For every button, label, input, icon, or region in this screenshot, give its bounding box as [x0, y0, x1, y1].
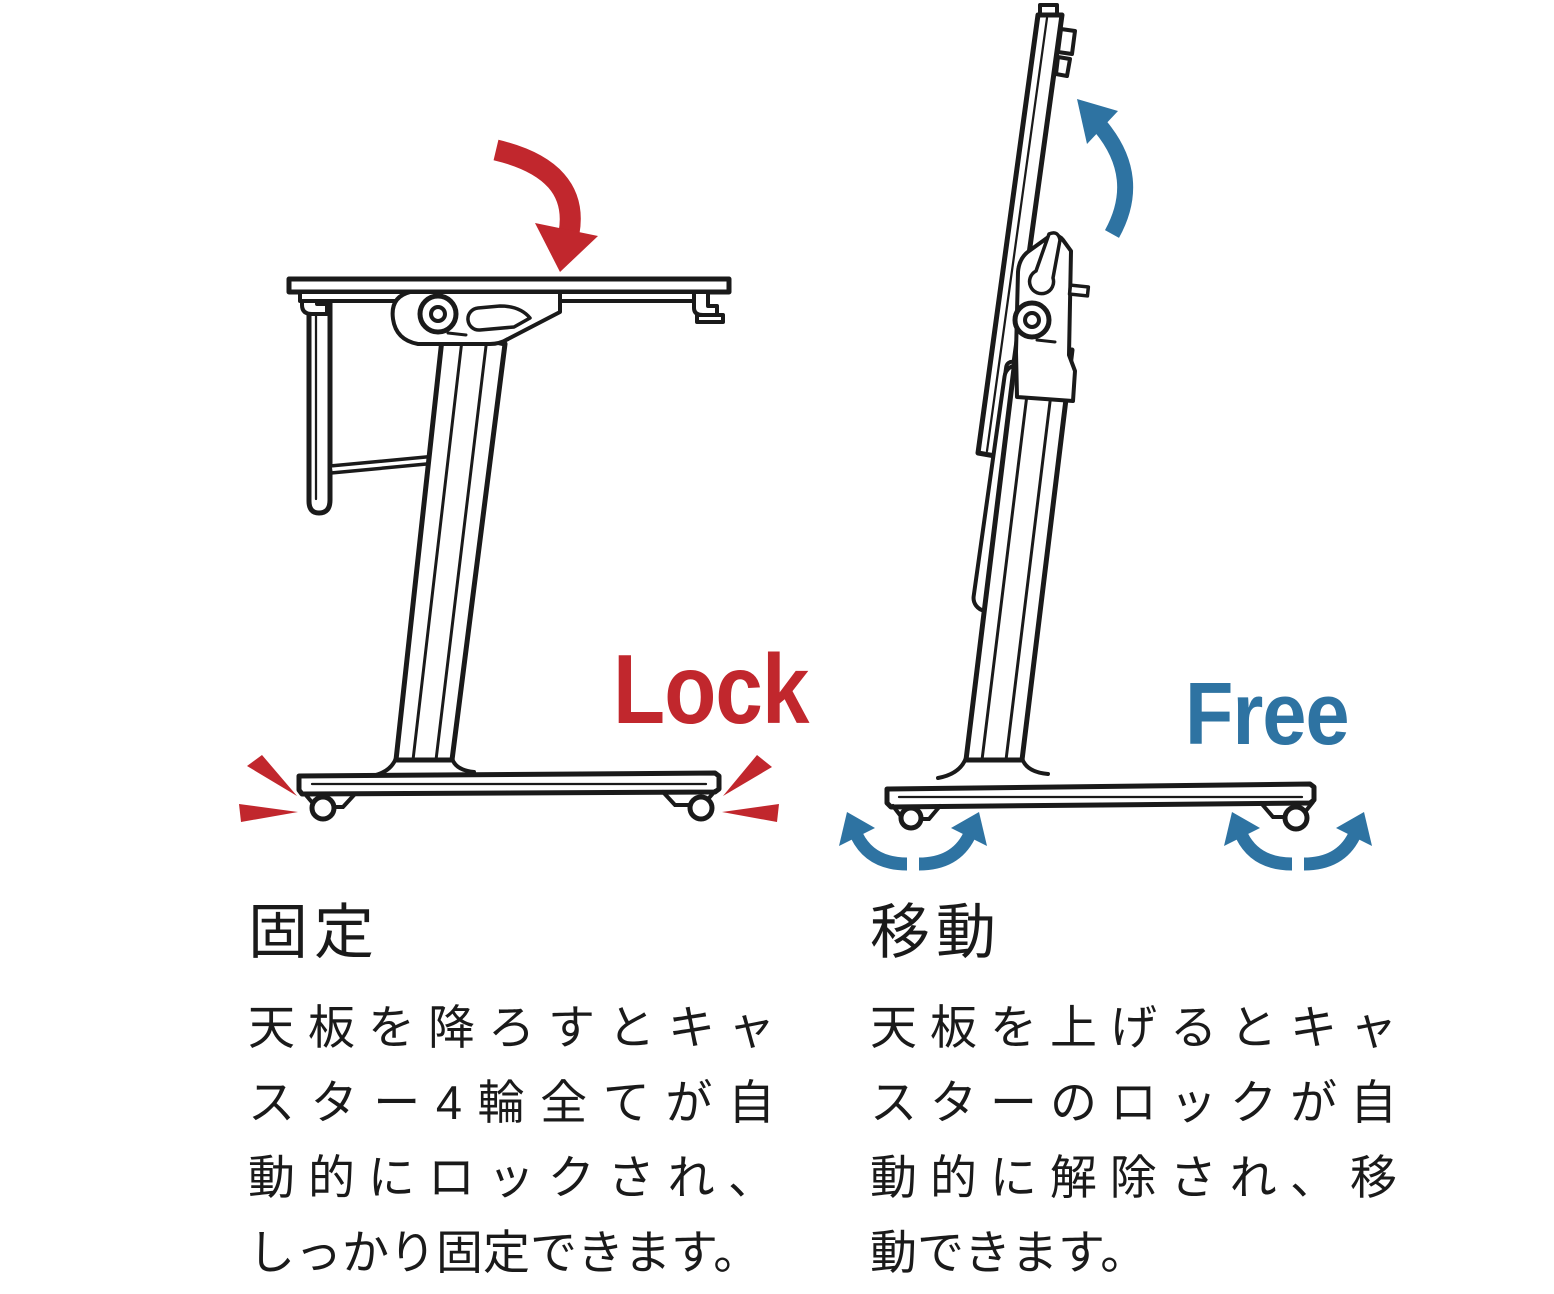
- free-label: Free: [1185, 664, 1350, 763]
- caster-right: [687, 794, 715, 822]
- caption-move-line: 動できます。: [870, 1226, 1148, 1279]
- caption-fixed-line: 動的にロックされ、: [248, 1151, 775, 1204]
- caption-fixed-line: しっかり固定できます。: [248, 1226, 761, 1279]
- desk-lowered-illustration: [239, 139, 779, 822]
- desk-raised-illustration: [839, 3, 1372, 871]
- caster-swing-arrows-icon: [839, 812, 1372, 871]
- desk-base: [296, 756, 722, 822]
- caption-move-line: 天板を上げるとキャ: [870, 1001, 1397, 1054]
- fold-bracket: [390, 290, 562, 346]
- rotate-down-arrow-icon: [493, 139, 598, 272]
- caption-fixed-line: 天板を降ろすとキャ: [248, 1001, 775, 1054]
- rotate-up-arrow-icon: [1077, 99, 1134, 238]
- caption-move: 移動 天板を上げるとキャ スターのロックが自 動的に解除され、移 動できます。: [870, 900, 1397, 1290]
- caption-fixed-heading: 固定: [248, 899, 380, 966]
- caption-fixed: 固定 天板を降ろすとキャ スター4輪全てが自 動的にロックされ、 しっかり固定で…: [248, 900, 775, 1290]
- desk-base: [884, 756, 1317, 832]
- caption-move-line: 動的に解除され、移: [870, 1151, 1397, 1204]
- lock-label: Lock: [613, 634, 809, 744]
- side-panel: [300, 290, 333, 516]
- caster-left: [309, 794, 337, 822]
- caster-left: [898, 805, 924, 831]
- caption-move-line: スターのロックが自: [870, 1076, 1397, 1129]
- lock-emphasis-wedges-icon: [239, 755, 779, 822]
- caption-move-heading: 移動: [870, 899, 1002, 966]
- caption-fixed-line: スター4輪全てが自: [248, 1076, 775, 1129]
- desk-leg: [393, 327, 508, 763]
- fold-bracket: [1012, 231, 1091, 403]
- caster-right: [1282, 804, 1310, 832]
